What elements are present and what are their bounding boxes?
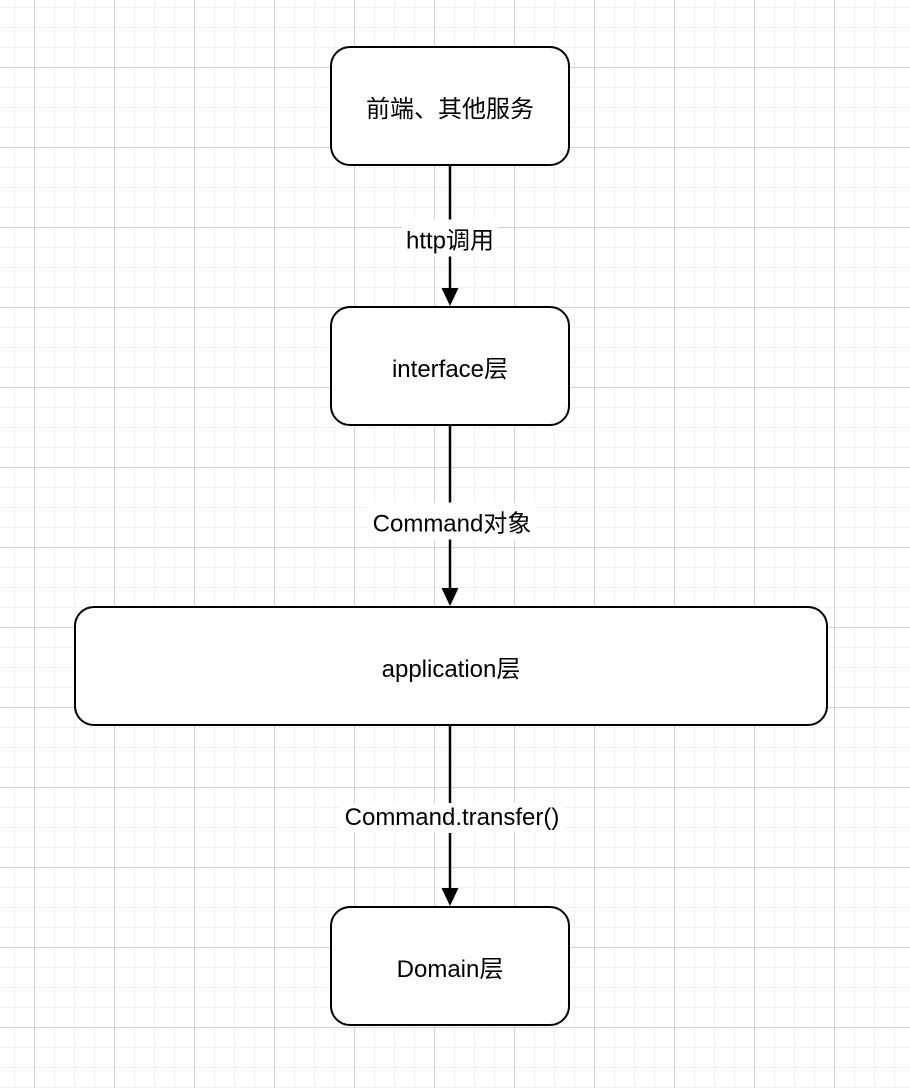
node-interface-layer-label: interface层 [391, 355, 509, 383]
node-application-layer-label: application层 [381, 655, 521, 683]
node-domain-layer-label: Domain层 [396, 955, 504, 983]
edge-label-command-transfer[interactable]: Command.transfer() [340, 803, 564, 833]
node-application-layer[interactable]: application层 [74, 606, 828, 726]
arrowhead-icon [441, 288, 459, 306]
node-domain-layer[interactable]: Domain层 [330, 906, 570, 1026]
node-frontend-services-label: 前端、其他服务 [366, 95, 534, 123]
arrowhead-icon [441, 888, 459, 906]
node-interface-layer[interactable]: interface层 [330, 306, 570, 426]
node-frontend-services[interactable]: 前端、其他服务 [330, 46, 570, 166]
edge-label-http-call[interactable]: http调用 [401, 219, 499, 257]
arrowhead-icon [441, 588, 459, 606]
edge-label-command-object[interactable]: Command对象 [368, 502, 536, 540]
